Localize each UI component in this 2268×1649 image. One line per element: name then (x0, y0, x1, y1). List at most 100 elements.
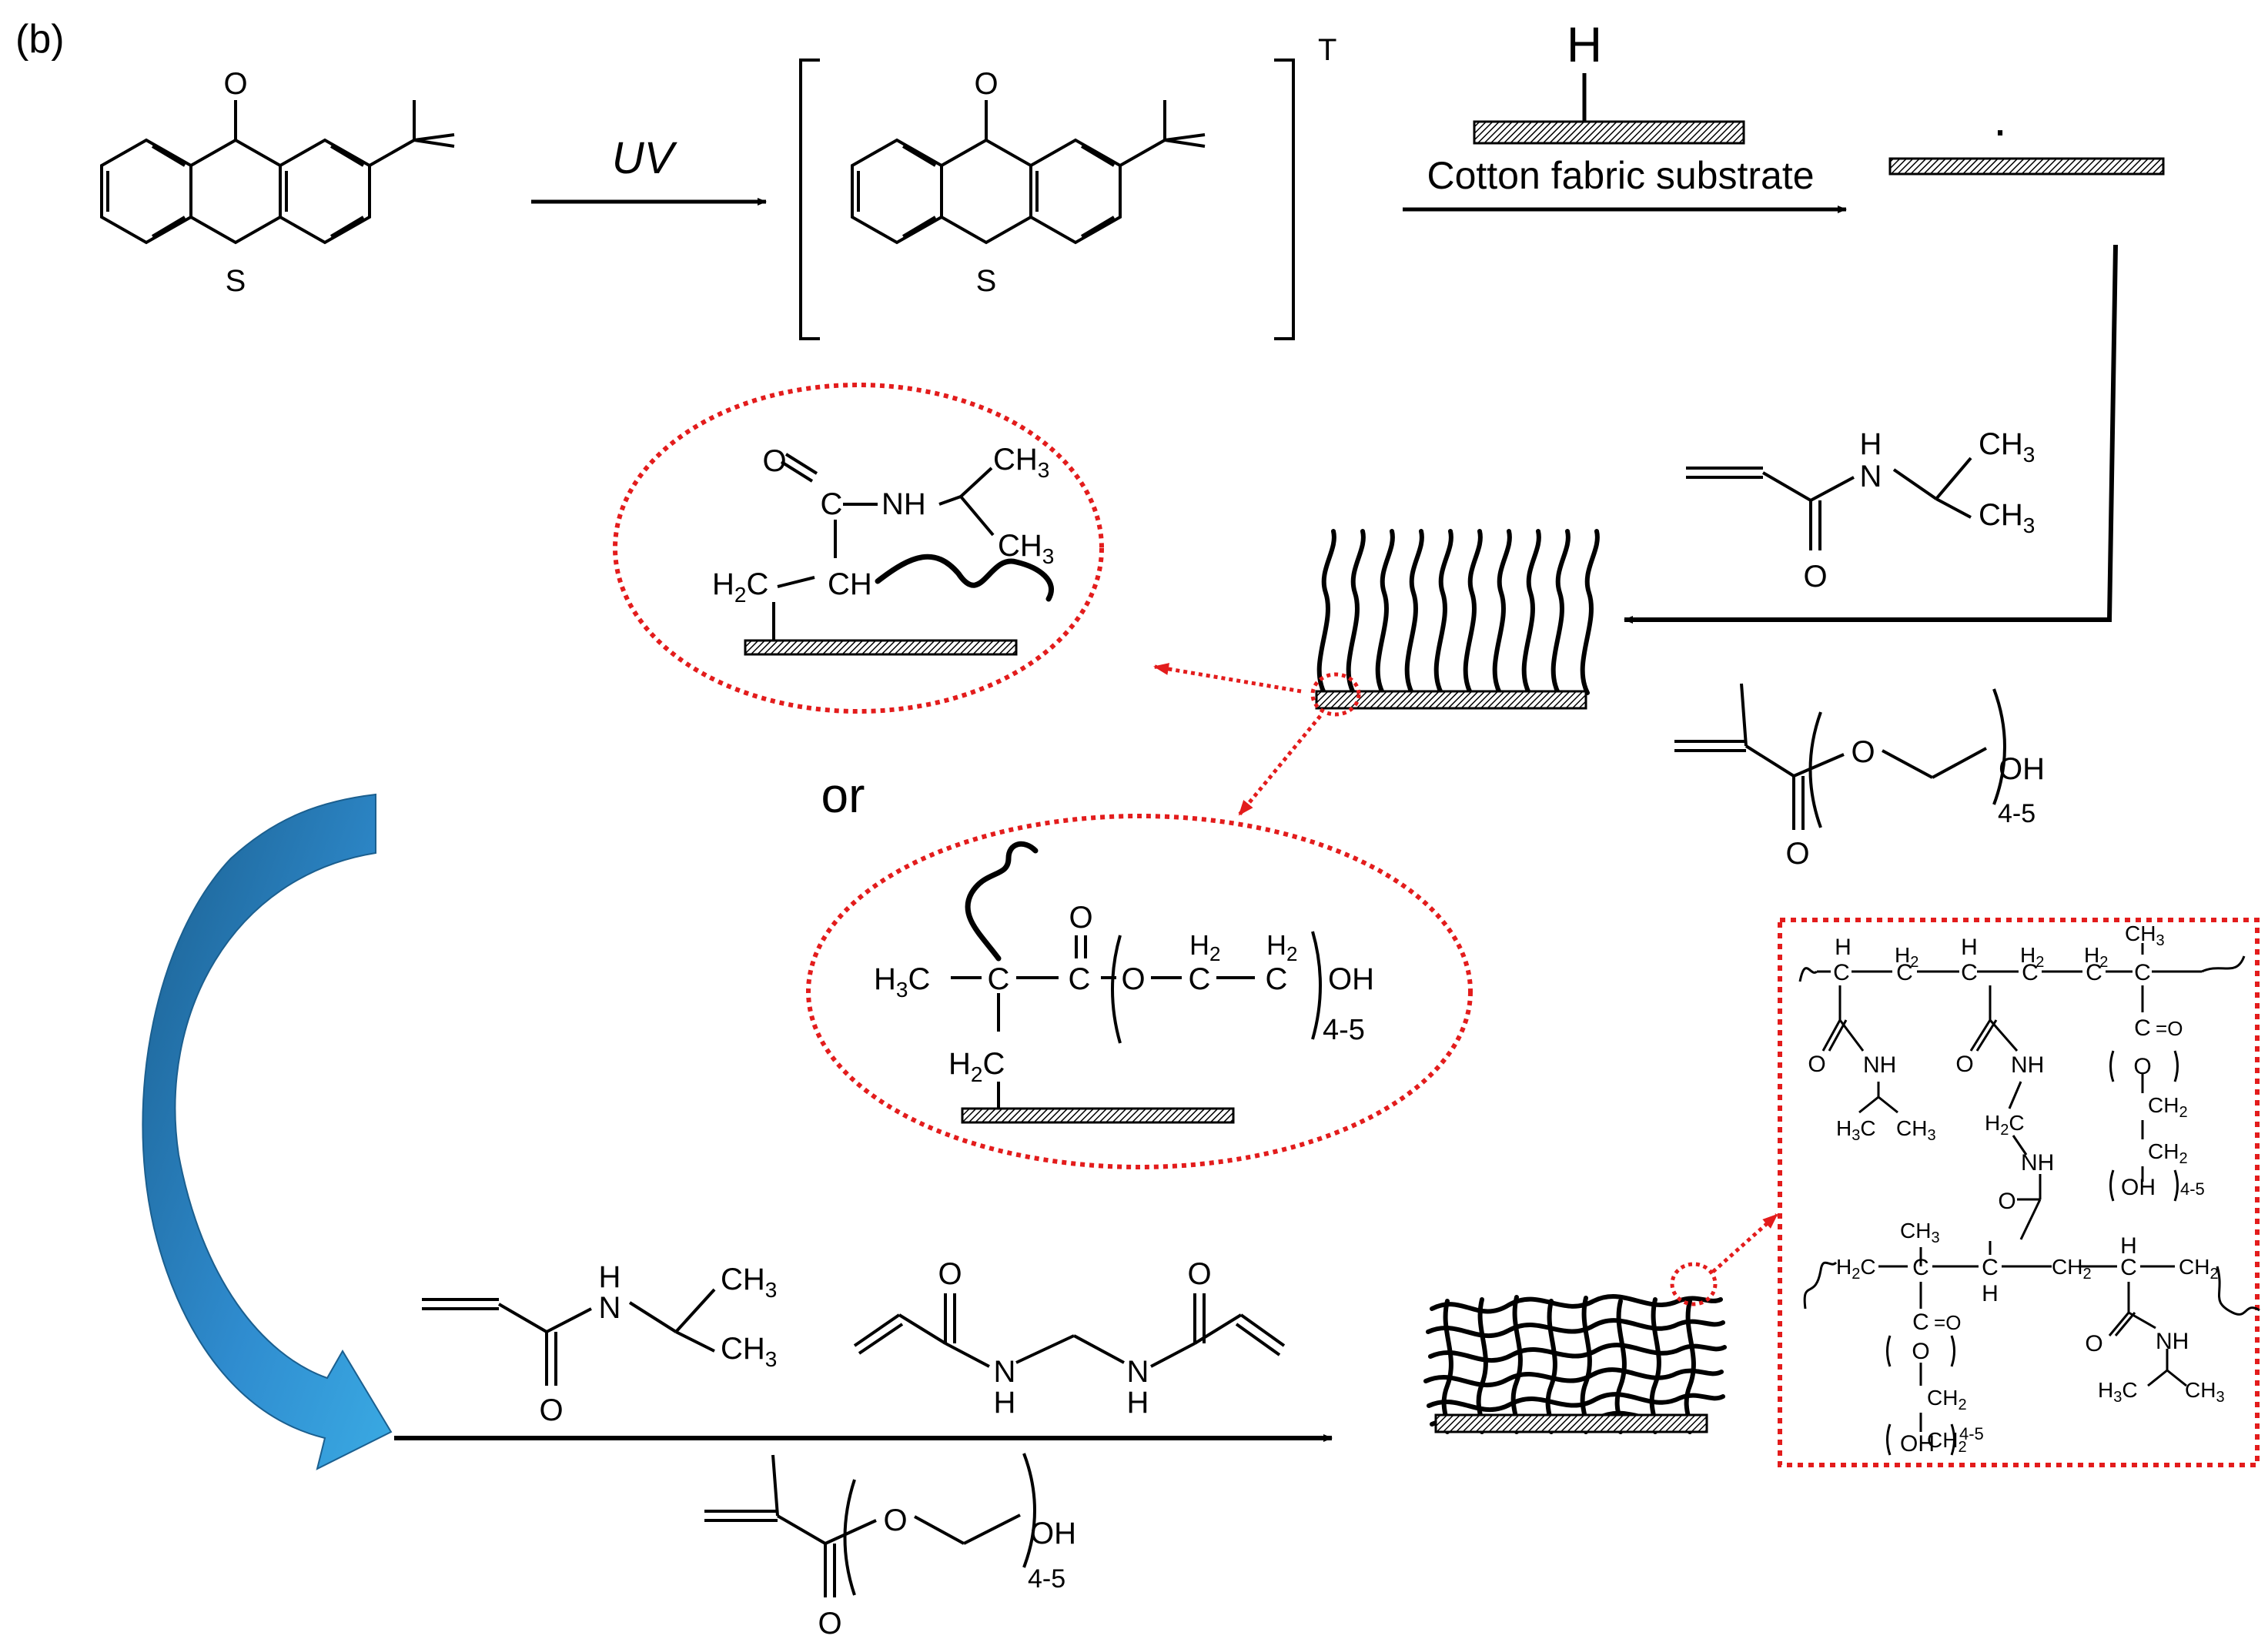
cotton-substrate-with-h (1473, 120, 1745, 145)
network-ch2-6: CH2 (1927, 1428, 1967, 1456)
network-ch3-4: CH3 (2185, 1378, 2225, 1406)
network-h-3: H (1982, 1281, 1999, 1306)
network-h3c-1: H3C (1836, 1116, 1876, 1144)
network-repeat-2: 4-5 (1959, 1424, 1984, 1443)
zoom-pegma-o-carbonyl: O (1069, 901, 1092, 935)
network-nh-4: NH (2156, 1329, 2189, 1354)
network-repeat-1: 4-5 (2180, 1179, 2205, 1199)
nipam-bottom-n: N (599, 1291, 621, 1325)
pegma-monomer-right (1674, 683, 2006, 830)
network-o-5: O (1912, 1339, 1929, 1364)
zoom-ellipse-nipam (613, 383, 1104, 714)
zoom-pegma-h3c: H3C (874, 962, 930, 1002)
crosslinked-network (1423, 1294, 1727, 1434)
zoom-pegma-substrate (961, 1107, 1235, 1124)
network-o-3: O (1998, 1189, 2015, 1214)
nipam-right-ch3-bot: CH3 (1979, 498, 2035, 537)
network-c-4: C (2022, 960, 2039, 985)
network-h-2: H (1961, 935, 1978, 960)
network-ch3-2: CH3 (1896, 1116, 1936, 1144)
network-c-8: C (1912, 1255, 1929, 1280)
network-zoom-arrow (1711, 1213, 1778, 1273)
network-o-6: O (2085, 1331, 2102, 1356)
network-ch2-1: CH2 (2148, 1093, 2188, 1121)
nipam-right-o: O (1803, 560, 1827, 594)
mba-h-right: H (1127, 1386, 1149, 1420)
network-c-5: C (2086, 960, 2102, 985)
substrate-h-atom: H (1567, 17, 1602, 72)
network-c-3: C (1961, 960, 1978, 985)
pegma-monomer-bottom (704, 1453, 1036, 1597)
network-o-4: O (2133, 1054, 2151, 1079)
network-c-11: C (1912, 1310, 1929, 1335)
zoom-nipam-ch: CH (828, 567, 872, 601)
network-nh-2: NH (2011, 1052, 2044, 1078)
triplet-superscript: T (1318, 33, 1336, 67)
mba-o-right: O (1187, 1257, 1211, 1291)
network-oh-2: OH (1900, 1431, 1935, 1457)
network-ch3-1: CH3 (2125, 922, 2165, 949)
network-o-2: O (1955, 1052, 1973, 1077)
network-nh-1: NH (1863, 1052, 1896, 1078)
pegma-right-repeat: 4-5 (1998, 799, 2036, 828)
network-o-1: O (1808, 1052, 1825, 1077)
pegma-bottom-o-link: O (883, 1504, 907, 1537)
grafting-process-arrow (1624, 244, 2118, 624)
grafted-pegma-chain (965, 841, 1039, 962)
triplet-carbonyl-o: O (974, 67, 998, 101)
zoom-pegma-ch2-c2: C (1266, 962, 1288, 996)
isopropylthioxanthone-molecule (100, 100, 455, 245)
zoom-nipam-ch3-bot: CH3 (998, 529, 1054, 568)
grafted-nipam-chain (875, 554, 1054, 602)
network-c-2: C (1896, 960, 1913, 985)
network-c-10: C (2120, 1255, 2137, 1280)
nipam-right-ch3-top: CH3 (1979, 427, 2035, 467)
panel-label: (b) (15, 17, 65, 62)
network-h2c-2: H2C (1836, 1255, 1876, 1283)
nipam-bottom-o: O (539, 1393, 563, 1427)
nipam-right-n: N (1860, 460, 1882, 493)
uv-label: UV (612, 133, 678, 183)
network-c-9: C (1982, 1255, 1999, 1280)
pegma-bottom-o-carbonyl: O (818, 1607, 841, 1641)
triplet-itx-molecule (799, 59, 1295, 340)
pegma-right-o-link: O (1851, 735, 1875, 769)
zoom-nipam-c-carbonyl: C (821, 487, 843, 521)
zoom-ellipse-pegma (806, 814, 1473, 1169)
network-structure (1798, 943, 2260, 1456)
nipam-right-h: H (1860, 427, 1882, 461)
zoom-nipam-o: O (762, 444, 786, 478)
radical-dot: · (1992, 102, 2008, 157)
zoom-pegma-quaternary-c: C (988, 962, 1010, 996)
mba-o-left: O (938, 1257, 962, 1291)
network-h2-2: H2 (2020, 943, 2044, 971)
mba-n-left: N (994, 1355, 1016, 1389)
grafted-pegma-structure (951, 931, 1322, 1109)
network-ch3-3: CH3 (1900, 1219, 1940, 1246)
zoom-circle-small (1310, 672, 1361, 717)
network-h-1: H (1835, 935, 1852, 960)
network-h2c-1: H2C (1985, 1111, 2025, 1139)
zoom-pegma-h2-2: H2 (1266, 929, 1297, 965)
network-h2-1: H2 (1895, 943, 1918, 971)
network-c-1: C (1833, 960, 1850, 985)
radical-substrate (1888, 157, 2165, 176)
pegma-bottom-repeat: 4-5 (1028, 1564, 1065, 1594)
pegma-right-o-carbonyl: O (1785, 837, 1809, 871)
nipam-bottom-ch3-top: CH3 (721, 1263, 777, 1302)
pegma-bottom-oh: OH (1030, 1517, 1076, 1550)
zoom-arrow-to-nipam (1153, 663, 1302, 694)
network-zoom-box (1778, 918, 2260, 1467)
zoom-pegma-h2-1: H2 (1189, 929, 1220, 965)
zoom-pegma-repeat: 4-5 (1323, 1014, 1365, 1046)
zoom-arrow-to-pegma (1238, 714, 1322, 816)
grafted-substrate-bar (1315, 690, 1587, 710)
zoom-pegma-h2c: H2C (948, 1047, 1005, 1086)
zoom-nipam-substrate (744, 639, 1018, 656)
network-ch2-2: CH2 (2148, 1139, 2188, 1167)
itx-carbonyl-o: O (223, 67, 247, 101)
network-c-6: C (2134, 960, 2151, 985)
nipam-bottom-ch3-bot: CH3 (721, 1332, 777, 1371)
network-nh-3: NH (2021, 1150, 2054, 1176)
